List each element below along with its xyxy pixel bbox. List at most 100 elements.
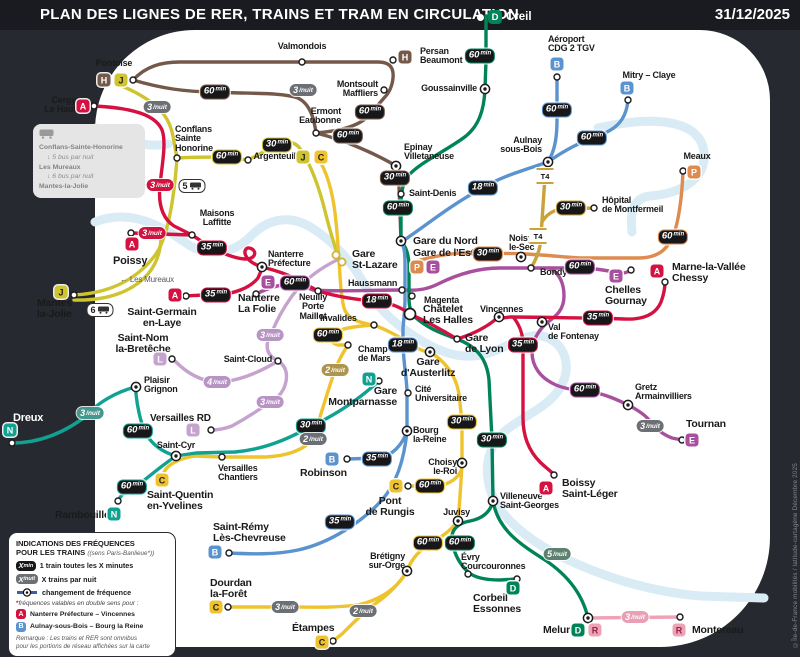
night-bus-note: Conflans-Sainte-Honorine ↓ 5 bus par nui… (33, 124, 145, 199)
night-bus-badge: 6 (86, 303, 114, 317)
night-frequency-badge: 2/nuit (299, 433, 327, 445)
station-label-line: Plaisir (144, 374, 170, 385)
night-frequency-badge: 3/nuit (256, 396, 284, 408)
station-label: ← Les Mureaux (120, 275, 174, 285)
station-label-line: Aulnay (513, 134, 542, 145)
station-label-line: la-Reine (413, 434, 447, 445)
station-label-line: de Mars (358, 353, 391, 364)
station-label-line: Honorine (175, 143, 213, 154)
line-c-badge: C (155, 473, 169, 487)
station-label: Gare du Nord (413, 235, 478, 248)
night-frequency-badge: 3/nuit (621, 611, 649, 623)
legend-title-note: (sens Paris-Banlieue*) (89, 550, 153, 557)
station-label-line: Beaumont (420, 55, 463, 66)
line-a-badge: A (650, 264, 664, 278)
station-label: Saint-Cyr (157, 440, 195, 451)
bus-note-station: Les Mureaux (39, 163, 81, 171)
line-e-badge: E (261, 275, 275, 289)
station-label-line: Vincennes (480, 303, 524, 314)
station-label-line: Montparnasse (328, 396, 397, 409)
station-label-line: CDG 2 TGV (548, 43, 595, 54)
line-a-badge: A (125, 237, 139, 251)
station-label-line: Maffliers (342, 88, 378, 99)
line-a-badge: A (168, 288, 182, 302)
bus-note-freq: ↓ 6 bus par nuit (47, 173, 94, 181)
line-c-badge: C (314, 150, 328, 164)
station-label-line: Saint-Nom (117, 331, 169, 344)
night-frequency-badge: 3/nuit (289, 84, 317, 96)
station-label-line: Meaux (683, 150, 711, 161)
station-label-line: Gournay (605, 295, 647, 308)
station-label-line: Montereau (692, 623, 744, 636)
station-label-line: St-Lazare (352, 259, 398, 272)
line-c-badge: C (315, 635, 329, 649)
station-label: Haussmann (348, 278, 397, 289)
legend-remark: Remarque : Les trains et RER sont omnibu… (16, 634, 150, 650)
station-label-line: Poissy (113, 254, 148, 267)
legend-line-b-row: B Aulnay-sous-Bois – Bourg la Reine (16, 621, 168, 632)
line-b-badge: B (550, 57, 564, 71)
station-label-line: Melun (543, 623, 573, 636)
night-frequency-badge: 5/nuit (543, 548, 571, 560)
bus-icon (190, 182, 202, 190)
station-label-line: Saint-Quentin (147, 488, 214, 501)
station-label-line: Préfecture (268, 258, 311, 269)
bus-note-station: Mantes-la-Jolie (39, 183, 89, 191)
night-badge-sample: X/nuit (16, 574, 38, 584)
station-label: Bondy (540, 266, 567, 278)
station-label-line: Marne-la-Vallée (672, 260, 746, 273)
station-label: Poissy (113, 255, 147, 267)
station-label-line: Villetaneuse (404, 151, 454, 162)
station-label-line: Courcouronnes (461, 561, 526, 572)
line-a-badge: A (16, 609, 26, 619)
line-e-badge: E (609, 269, 623, 283)
bus-icon (98, 306, 110, 314)
station-label-line: Le Haut (44, 104, 76, 115)
line-l-badge: L (153, 352, 167, 366)
station-label-line: Chantiers (218, 472, 258, 483)
station-creil: D Creil (477, 10, 532, 24)
station-label-line: sous-Bois (500, 144, 542, 155)
night-frequency-badge: 3/nuit (76, 407, 104, 419)
line-b-badge: B (620, 81, 634, 95)
line-n-badge: N (107, 507, 121, 521)
station-label-line: sur-Orge (368, 560, 406, 571)
station-label-line: Bondy (540, 266, 567, 277)
station-label-line: Saint-Denis (409, 187, 457, 198)
station-label-line: Tournan (686, 417, 726, 430)
line-l-badge: L (186, 423, 200, 437)
line-c-badge: C (389, 479, 403, 493)
bus-note-station: Conflans-Sainte-Honorine (39, 143, 123, 151)
station-dot (477, 13, 484, 21)
line-p-badge: P (410, 260, 424, 274)
frequency-legend: INDICATIONS DES FRÉQUENCES POUR LES TRAI… (8, 532, 176, 657)
